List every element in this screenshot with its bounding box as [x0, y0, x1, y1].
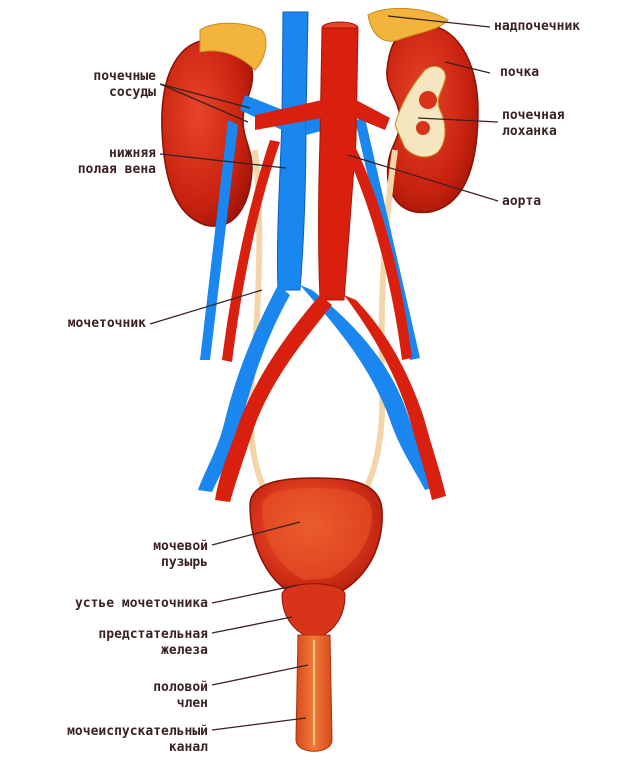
- left-kidney: [161, 22, 267, 227]
- prostate-label-2: железа: [161, 643, 208, 658]
- aorta-label: аорта: [502, 194, 542, 209]
- penis-label-1: половой: [153, 680, 208, 695]
- aorta: [215, 21, 446, 502]
- bladder-label-2: пузырь: [161, 555, 208, 570]
- bladder-label-1: мочевой: [153, 539, 208, 554]
- ivc-label-1: нижняя: [109, 146, 156, 161]
- right-kidney: [367, 7, 479, 214]
- ureter-label: мочеточник: [67, 316, 146, 331]
- prostate-label-1: предстательная: [98, 627, 208, 642]
- leader-lines: [149, 15, 499, 731]
- renal-vessels-label-2: сосуды: [109, 85, 156, 100]
- ureter-orifice-label: устье мочеточника: [74, 596, 208, 611]
- left-adrenal-gland: [199, 22, 267, 71]
- urethra-label-2: канал: [168, 740, 208, 755]
- ivc-label-2: полая вена: [77, 162, 156, 177]
- penis: [295, 634, 333, 752]
- renal-vessels-label-1: почечные: [93, 69, 156, 84]
- renal-pelvis-label-2: лоханка: [502, 124, 557, 139]
- bladder: [249, 477, 383, 639]
- renal-pelvis: [394, 65, 446, 158]
- adrenal-label: надпочечник: [494, 19, 581, 34]
- penis-label-2: член: [176, 696, 208, 711]
- kidney-label: почка: [500, 65, 540, 80]
- renal-pelvis-label-1: почечная: [502, 108, 565, 123]
- urethra-label-1: мочеиспускательный: [67, 724, 208, 739]
- prostate: [281, 583, 346, 639]
